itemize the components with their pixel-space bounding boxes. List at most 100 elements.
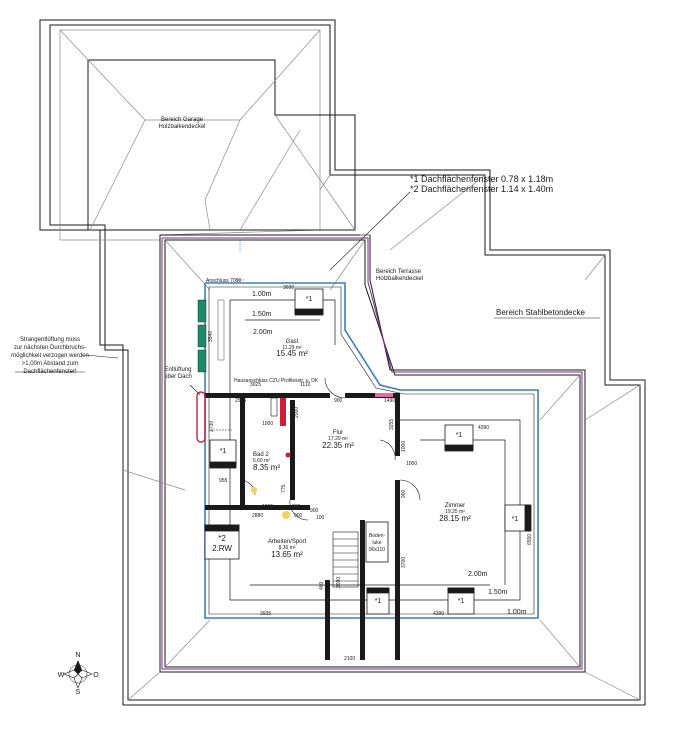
red-marker xyxy=(285,452,291,458)
compass-o: O xyxy=(93,672,99,679)
wall-stair-right xyxy=(360,520,365,660)
dim-100: 100 xyxy=(316,515,325,521)
dim-3700: 3700 xyxy=(401,557,407,568)
hip-line xyxy=(164,619,211,668)
hip-line xyxy=(389,174,486,251)
room-zimmer-name: Zimmer xyxy=(445,503,465,509)
pink-pipe xyxy=(375,393,393,397)
hatch-line-2: luke xyxy=(372,540,381,546)
dim-3690b: 3690 xyxy=(336,577,342,588)
stair-outline xyxy=(332,531,359,588)
window-w2 xyxy=(209,439,237,469)
offset-1-50 xyxy=(230,299,336,345)
zone-garage-line-1: Bereich Garage xyxy=(161,117,204,123)
window-label-w2: *1 xyxy=(220,448,227,455)
compass: N S W O xyxy=(58,652,100,696)
hip-line xyxy=(204,119,241,201)
note-leader xyxy=(84,354,119,359)
wall-bad-right xyxy=(290,400,295,500)
dim-2730: 2730 xyxy=(209,421,215,432)
compass-n: N xyxy=(75,652,80,659)
hip-line xyxy=(239,29,321,121)
dim-215: 215 xyxy=(292,504,301,510)
hip-line xyxy=(539,619,581,668)
window-sill xyxy=(204,524,240,532)
wall-zimmer-left-top xyxy=(395,396,400,456)
roof-outer-edge xyxy=(39,19,646,706)
room-gast-area: 15.45 m² xyxy=(276,349,308,358)
door-arc xyxy=(324,377,346,399)
room-zimmer-area: 28.15 m² xyxy=(439,514,471,523)
main-roof-hips xyxy=(122,174,641,701)
windows xyxy=(204,288,532,615)
note-line-4: >1,00m Abstand zum xyxy=(22,361,79,367)
dim-900c: 900 xyxy=(240,489,246,498)
dim-1065: 1065 xyxy=(262,504,273,510)
window-sill xyxy=(444,444,474,452)
dim-top-small: Anschluss 7090 xyxy=(206,278,242,284)
vent-pipe xyxy=(196,391,206,443)
green-stack xyxy=(197,299,207,323)
blue-boundary xyxy=(204,282,539,619)
room-flur-name: Flur xyxy=(333,430,343,436)
window-sill xyxy=(524,504,532,532)
offset-label-b: 1.50m xyxy=(252,311,272,318)
window-w3 xyxy=(444,424,474,452)
compass-w: W xyxy=(58,672,65,679)
dim-3540: 3540 xyxy=(208,331,214,342)
note-line-3: möglichkeit verzogen werden xyxy=(11,353,89,359)
hip-line xyxy=(127,671,161,701)
room-bad-area: 8.35 m² xyxy=(253,463,280,472)
main-roof-edge-2 xyxy=(164,239,581,668)
dim-1000b: 1000 xyxy=(401,441,407,452)
window-w4 xyxy=(504,504,532,532)
offset-label-e: 1.50m xyxy=(488,589,508,596)
note-line-5: Dachflächenfenster! xyxy=(23,369,77,375)
offset-main xyxy=(229,300,521,601)
room-zimmer-small: 19.25 m² xyxy=(445,509,465,515)
vent-label-line-2: über Dach xyxy=(164,374,192,380)
red-shaft xyxy=(280,398,286,426)
wall-zimmer-left xyxy=(395,480,400,660)
blue-boundary-inner xyxy=(208,286,535,615)
garage-roof-inner xyxy=(87,59,356,231)
window-w5 xyxy=(366,587,390,615)
vent-shaft xyxy=(217,299,225,361)
room-arbeiten-small: 8.36 m² xyxy=(279,545,296,551)
room-bad-small: 6.60 m² xyxy=(253,458,270,464)
dim-775: 775 xyxy=(281,484,287,493)
hip-line xyxy=(584,671,641,701)
dim-1670: 1670 xyxy=(360,549,366,560)
hip-line xyxy=(164,239,211,291)
legend-leader xyxy=(329,191,411,271)
window-label-w3: *1 xyxy=(456,432,463,439)
dim-1110: 1110 xyxy=(300,382,311,388)
offset-label-d: 2.00m xyxy=(468,571,488,578)
zone-terrasse-line-1: Bereich Terrasse xyxy=(376,269,422,275)
main-roof-edge xyxy=(159,234,586,673)
room-gast-name: Gast xyxy=(286,339,299,345)
window-sill xyxy=(366,587,390,594)
vent-label-line-1: Entlüftung xyxy=(164,367,191,373)
legend-line-1: *1 Dachflächenfenster 0.78 x 1.18m xyxy=(410,174,553,184)
zone-garage-line-2: Holzbalkendeckel xyxy=(158,124,205,130)
garage-roof-outline xyxy=(59,29,321,241)
dim-2565: 2565 xyxy=(235,398,246,404)
wall-arbeiten-top xyxy=(205,505,310,510)
wall-stair-left xyxy=(325,580,330,660)
dim-4390b: 4390 xyxy=(433,611,444,617)
dim-900b: 900 xyxy=(401,489,407,498)
attic-hatch xyxy=(365,521,389,563)
dim-900a: 900 xyxy=(334,398,343,404)
room-arbeiten-name: Arbeiten/Sport xyxy=(268,539,307,545)
dim-1000c: 1000 xyxy=(406,461,417,467)
window-w7 xyxy=(204,524,240,560)
window-w6 xyxy=(447,587,475,615)
dim-2880: 2880 xyxy=(252,513,263,519)
window-sill xyxy=(447,587,475,594)
window-label-w6: *1 xyxy=(458,598,465,605)
door-arc xyxy=(239,479,256,496)
hip-line xyxy=(319,174,331,191)
window-w1 xyxy=(294,288,324,316)
zone-stahlbeton: Bereich Stahlbetondecke xyxy=(496,308,586,317)
